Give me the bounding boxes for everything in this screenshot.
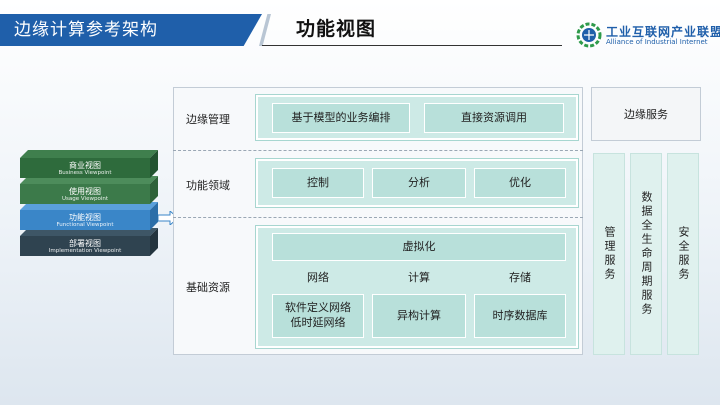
management-service-column: 管理服务 [593,153,625,355]
security-service-column: 安全服务 [667,153,699,355]
viewpoint-usage-label: 使用视图 [69,187,101,196]
management-service-text: 管理服务 [603,226,616,282]
layer-business [20,150,158,158]
edge-service-box: 边缘服务 [591,87,701,141]
layer-implementation-side [150,228,158,256]
layer-usage-side [150,176,158,204]
logo-chinese-name: 工业互联网产业联盟 [606,25,720,39]
data-lifecycle-service-text: 数据全生命周期服务 [640,191,653,317]
row-divider [173,217,583,218]
viewpoint-implementation-label: 部署视图 [69,239,101,248]
analysis-cell: 分析 [372,168,466,198]
viewpoint-implementation-en: Implementation Viewpoint [48,248,122,254]
model-based-orchestration-cell: 基于模型的业务编排 [272,103,410,133]
virtualization-cell: 虚拟化 [272,233,566,261]
viewpoint-functional-en: Functional Viewpoint [56,222,114,228]
logo-english-name: Alliance of Industrial Internet [606,38,708,46]
time-series-db-cell: 时序数据库 [474,294,566,338]
layer-functional-side [150,202,158,230]
viewpoint-functional-label: 功能视图 [69,213,101,222]
page-title: 功能视图 [296,18,377,40]
header-slash-decoration [259,14,271,46]
title-underline [262,45,562,46]
row-label-base-resources: 基础资源 [186,281,230,294]
page-section-title: 边缘计算参考架构 [14,20,158,40]
layer-usage-front [20,184,150,204]
low-latency-network-text: 低时延网络 [290,316,346,329]
direct-resource-call-cell: 直接资源调用 [424,103,564,133]
header-banner [0,14,262,46]
row-label-function-domain: 功能领域 [186,179,230,192]
viewpoint-usage-en: Usage Viewpoint [62,196,108,202]
row-divider [173,150,583,151]
layer-business-side [150,150,158,178]
security-service-text: 安全服务 [677,226,690,282]
gear-globe-icon [576,22,602,48]
viewpoint-stack: 商业视图 Business Viewpoint 使用视图 Usage Viewp… [10,148,160,266]
layer-business-front [20,158,150,178]
viewpoint-layers-graphic [20,150,158,256]
sdn-text: 软件定义网络 [285,301,351,315]
data-lifecycle-service-column: 数据全生命周期服务 [630,153,662,355]
heterogeneous-compute-cell: 异构计算 [372,294,466,338]
row-label-edge-management: 边缘管理 [186,113,230,126]
network-cell: 软件定义网络 低时延网络 [272,294,364,338]
viewpoint-business-en: Business Viewpoint [58,170,112,176]
layer-functional-front [20,210,150,230]
control-cell: 控制 [272,168,364,198]
aii-logo: 工业互联网产业联盟 Alliance of Industrial Interne… [576,22,720,52]
viewpoint-business-label: 商业视图 [69,161,101,170]
optimization-cell: 优化 [474,168,566,198]
layer-implementation-front [20,236,150,256]
storage-category-label: 存储 [509,271,531,284]
network-category-label: 网络 [307,271,329,284]
compute-category-label: 计算 [408,271,430,284]
